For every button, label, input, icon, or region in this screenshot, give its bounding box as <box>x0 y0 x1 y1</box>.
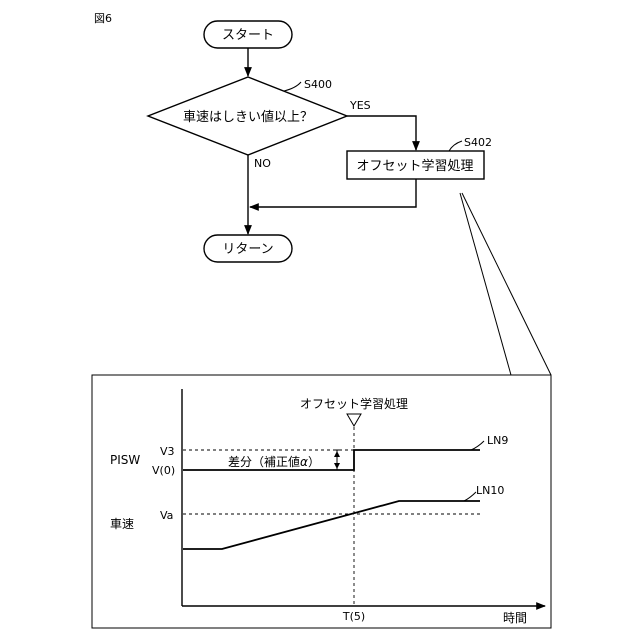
yes-branch-label: YES <box>349 99 371 112</box>
pisw-axis-label: PISW <box>110 453 140 467</box>
difference-label-text: 差分（補正値 <box>228 454 300 469</box>
callout-line-left <box>460 193 511 375</box>
difference-arrowhead-up <box>334 451 340 457</box>
process-step-label: S402 <box>464 136 492 149</box>
difference-alpha: α <box>300 455 308 469</box>
t5-tick-label: T(5) <box>342 610 365 623</box>
end-terminal-label: リターン <box>222 242 273 257</box>
ln9-series-label: LN9 <box>487 434 508 447</box>
difference-close: ） <box>308 455 320 469</box>
process-step-leader <box>449 141 462 151</box>
speed-axis-label: 車速 <box>110 517 134 531</box>
graph-panel: オフセット学習処理 PISW V3 V(0) 車速 Va LN9 差分（補正値α… <box>92 375 551 628</box>
event-label: オフセット学習処理 <box>300 396 408 411</box>
ln10-leader <box>464 492 476 501</box>
no-branch-label: NO <box>254 157 271 170</box>
time-axis-label: 時間 <box>503 611 527 625</box>
decision-label: 車速はしきい値以上？ <box>183 109 313 125</box>
difference-label: 差分（補正値α） <box>228 454 320 469</box>
event-marker-triangle <box>347 414 361 426</box>
decision-step-leader <box>284 82 301 91</box>
graph-frame <box>92 375 551 628</box>
ln10-series-line <box>183 501 480 549</box>
difference-arrowhead-down <box>334 463 340 469</box>
v3-level-label: V3 <box>160 445 175 458</box>
va-level-label: Va <box>160 509 173 522</box>
process-label: オフセット学習処理 <box>356 158 473 174</box>
start-terminal-label: スタート <box>222 28 274 43</box>
v0-level-label: V(0) <box>152 464 175 477</box>
yes-branch-line <box>347 116 416 150</box>
ln9-leader <box>471 441 484 450</box>
process-return-line <box>250 179 416 207</box>
callout-line-right <box>462 193 551 375</box>
decision-step-label: S400 <box>304 78 332 91</box>
figure-label: 図6 <box>94 12 112 25</box>
flowchart: スタート 車速はしきい値以上？ S400 YES オフセット学習処理 S402 … <box>148 21 492 262</box>
ln10-series-label: LN10 <box>476 484 504 497</box>
